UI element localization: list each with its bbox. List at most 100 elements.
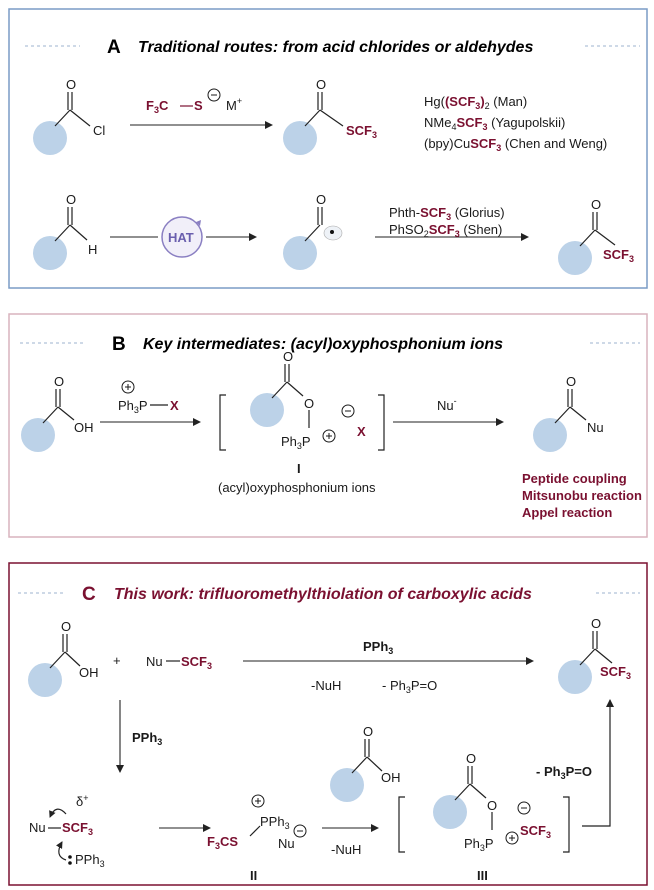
svg-text:O: O	[316, 192, 326, 207]
svg-text:F3C: F3C	[146, 98, 169, 115]
svg-text:O: O	[487, 798, 497, 813]
curved-arrow-1	[49, 808, 67, 818]
reagent-s: S	[194, 98, 203, 113]
svg-text:SCF3: SCF3	[600, 664, 631, 681]
svg-text:PPh3: PPh3	[75, 852, 105, 869]
panel-b-title: Key intermediates: (acyl)oxyphosphonium …	[143, 336, 503, 353]
acyl-radical: O	[283, 192, 343, 270]
bracket-right	[378, 394, 385, 451]
pph3-top: PPh3	[363, 639, 393, 656]
ref-yagupolskii: NMe4SCF3 (Yagupolskii)	[424, 115, 565, 132]
radical-dot	[330, 230, 334, 234]
svg-text:OH: OH	[74, 420, 94, 435]
svg-text:OH: OH	[79, 665, 99, 680]
ref-man: Hg((SCF3)2 (Man)	[424, 94, 527, 111]
svg-text:Nu: Nu	[146, 654, 163, 669]
substituent-circle	[33, 121, 67, 155]
svg-text:Ph3P: Ph3P	[281, 434, 311, 451]
svg-text:Nu: Nu	[29, 820, 46, 835]
plus-sign: +	[113, 653, 121, 668]
arrow-c-up	[582, 699, 614, 827]
panel-a-title: Traditional routes: from acid chlorides …	[138, 39, 533, 56]
ref-chen-weng: (bpy)CuSCF3 (Chen and Weng)	[424, 136, 607, 153]
intermediate-iii: O O Ph3P SCF3	[398, 751, 570, 853]
intermediate-i: O O Ph3P X	[219, 349, 385, 451]
panel-c-title: This work: trifluoromethylthiolation of …	[114, 586, 532, 603]
panel-c: C This work: trifluoromethylthiolation o…	[8, 562, 648, 886]
app-peptide: Peptide coupling	[522, 471, 627, 486]
intermediate-i-name: (acyl)oxyphosphonium ions	[218, 480, 376, 495]
panel-a: A Traditional routes: from acid chloride…	[8, 8, 648, 289]
carboxylic-acid-c: O OH	[28, 619, 99, 697]
minus-ph3po-top: - Ph3P=O	[382, 678, 437, 695]
panel-a-letter: A	[107, 37, 121, 58]
hat-ring-icon	[161, 216, 203, 258]
bracket-left	[219, 394, 226, 451]
nucleophile-label: Nu-	[437, 396, 457, 413]
reference-list-a1: Hg((SCF3)2 (Man) NMe4SCF3 (Yagupolskii) …	[424, 94, 607, 153]
nu-scf3-activation: Nu SCF3 δ+ PPh3	[29, 793, 105, 869]
minus-nuh-top: -NuH	[311, 678, 341, 693]
positive-charge-icon	[121, 380, 135, 394]
panel-b-border	[8, 313, 648, 538]
nu-scf3-reagent: Nu SCF3	[146, 654, 212, 671]
svg-text:SCF3: SCF3	[603, 247, 634, 264]
svg-text:O: O	[304, 396, 314, 411]
svg-text:O: O	[61, 619, 71, 634]
svg-text:O: O	[566, 374, 576, 389]
reagent-f3cs-anion: F3C S M+	[146, 88, 242, 115]
svg-text:O: O	[316, 77, 326, 92]
svg-text:SCF3: SCF3	[520, 823, 551, 840]
hat-badge: HAT	[161, 216, 203, 258]
phosphonium-reagent: Ph3P X	[118, 380, 179, 415]
aldehyde: O H	[33, 192, 97, 270]
intermediate-iii-label: III	[477, 868, 488, 883]
x-label: X	[170, 398, 179, 413]
minus-ph3po-right: - Ph3P=O	[536, 764, 592, 781]
svg-text:O: O	[591, 197, 601, 212]
svg-text:Ph3P: Ph3P	[118, 398, 148, 415]
reagent-cation: M+	[226, 96, 242, 113]
svg-text:O: O	[591, 616, 601, 631]
intermediate-i-label: I	[297, 461, 301, 476]
svg-text:O: O	[66, 192, 76, 207]
app-mitsunobu: Mitsunobu reaction	[522, 488, 642, 503]
svg-text:SCF3: SCF3	[181, 654, 212, 671]
svg-text:F3CS: F3CS	[207, 834, 238, 851]
panel-c-border	[8, 562, 648, 886]
svg-text:SCF3: SCF3	[62, 820, 93, 837]
carboxylic-acid-c2: O OH	[330, 724, 401, 802]
scf3-label: SCF3	[346, 123, 377, 140]
svg-text:OH: OH	[381, 770, 401, 785]
pph3-left: PPh3	[132, 730, 162, 747]
svg-text:O: O	[466, 751, 476, 766]
svg-text:O: O	[54, 374, 64, 389]
reference-list-a2: Phth-SCF3 (Glorius) PhSO2SCF3 (Shen)	[389, 205, 505, 239]
aldehyde-h: H	[88, 242, 97, 257]
thioester-product-a1: O SCF3	[283, 77, 377, 155]
panel-b: B Key intermediates: (acyl)oxyphosphoniu…	[8, 313, 648, 538]
panel-c-letter: C	[82, 584, 96, 605]
panel-b-letter: B	[112, 334, 126, 355]
panel-a-border	[8, 8, 648, 289]
svg-text:Nu: Nu	[278, 836, 295, 851]
ref-glorius: Phth-SCF3 (Glorius)	[389, 205, 505, 222]
acid-chloride: O Cl	[33, 77, 105, 155]
svg-text:Ph3P: Ph3P	[464, 836, 494, 853]
svg-text:O: O	[363, 724, 373, 739]
amide-product: O Nu	[533, 374, 604, 452]
svg-text:X: X	[357, 424, 366, 439]
chloride-label: Cl	[93, 123, 105, 138]
curved-arrow-2	[55, 841, 67, 861]
ref-shen: PhSO2SCF3 (Shen)	[389, 222, 502, 239]
negative-charge-icon	[207, 88, 221, 102]
carboxylic-acid-b: O OH	[21, 374, 94, 452]
minus-nuh-bottom: -NuH	[331, 842, 361, 857]
thioester-product-a2: O SCF3	[558, 197, 634, 275]
delta-plus: δ+	[76, 793, 89, 809]
carbonyl-o: O	[66, 77, 76, 92]
hat-label: HAT	[168, 230, 194, 245]
intermediate-ii: PPh3 F3CS Nu	[207, 794, 307, 851]
svg-text:PPh3: PPh3	[260, 814, 290, 831]
svg-text:O: O	[283, 349, 293, 364]
